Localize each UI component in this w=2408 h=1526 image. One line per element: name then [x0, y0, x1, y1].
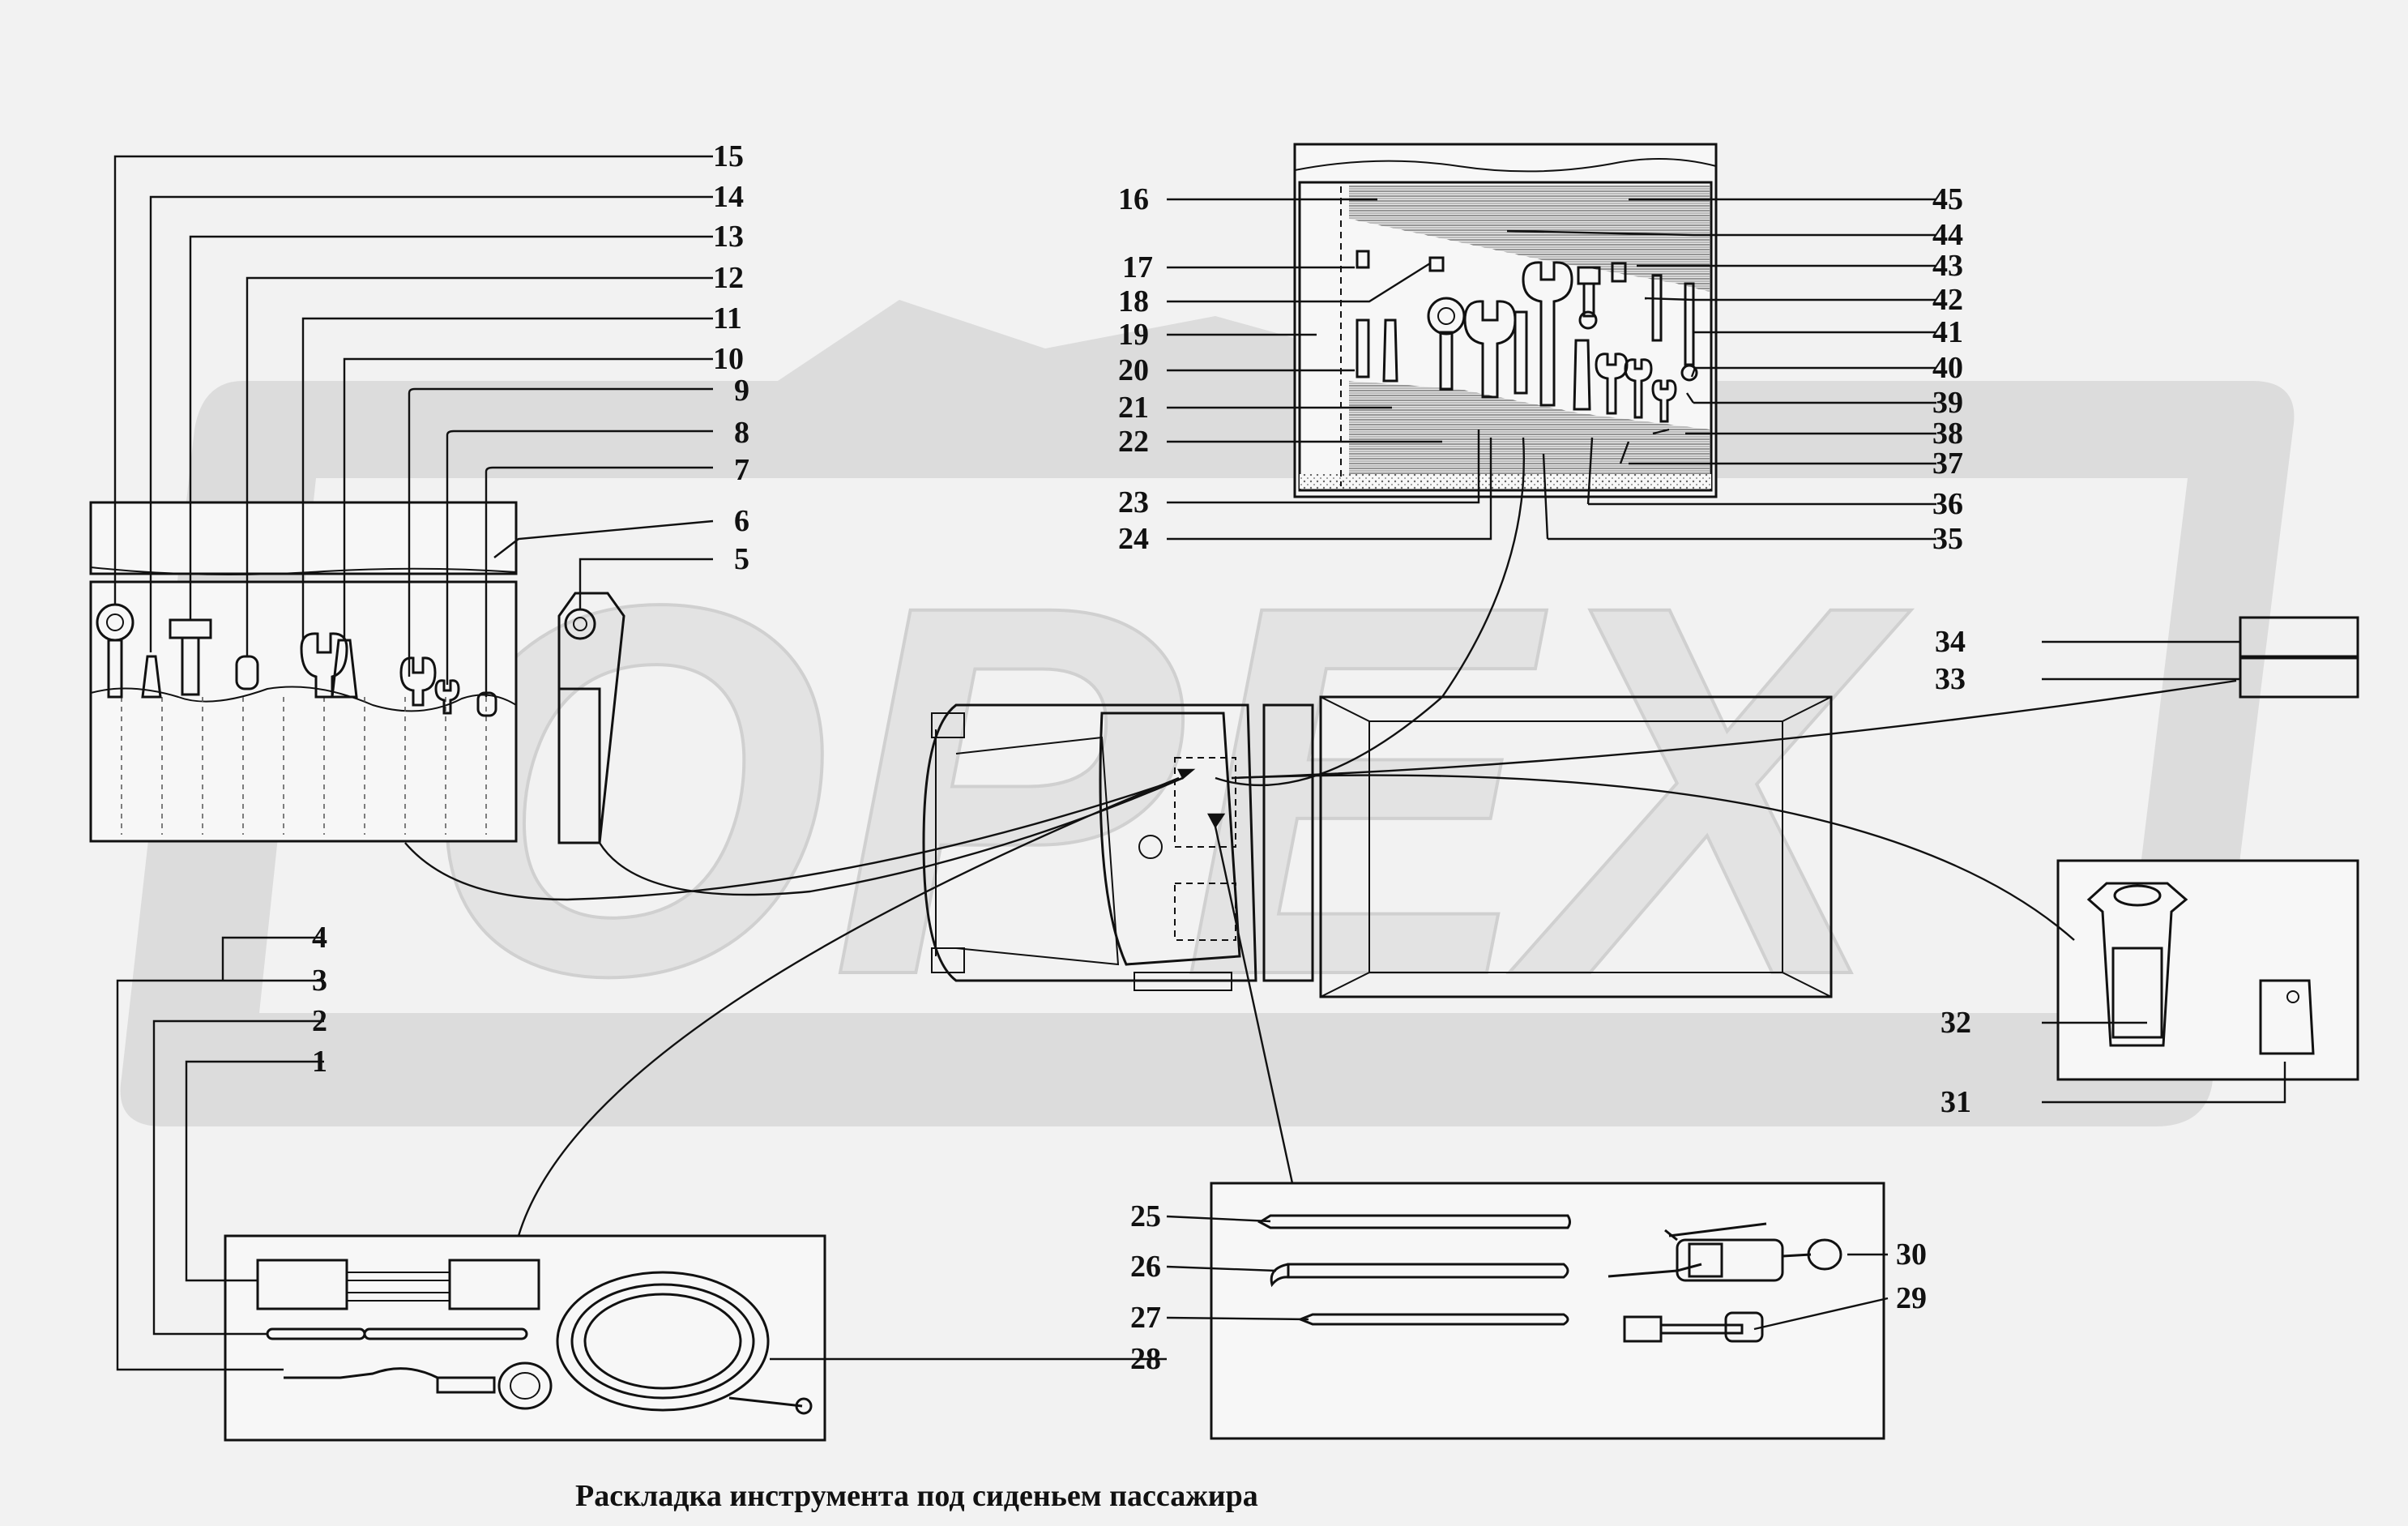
callout-21: 21 — [1118, 391, 1149, 425]
callout-24: 24 — [1118, 522, 1149, 556]
callout-37: 37 — [1932, 447, 1963, 481]
callout-30: 30 — [1896, 1237, 1927, 1272]
leader-lines-left — [113, 155, 714, 697]
callout-40: 40 — [1932, 351, 1963, 385]
spare-parts-pads — [2239, 616, 2359, 699]
callout-3: 3 — [312, 964, 327, 998]
callout-14: 14 — [713, 180, 744, 214]
callout-18: 18 — [1118, 284, 1149, 318]
callout-34: 34 — [1935, 625, 1966, 659]
callout-10: 10 — [713, 342, 744, 376]
callout-20: 20 — [1118, 353, 1149, 387]
callout-39: 39 — [1932, 386, 1963, 420]
callout-28: 28 — [1130, 1342, 1161, 1376]
callout-9: 9 — [734, 374, 749, 408]
leader-lines-top — [1167, 198, 1936, 541]
callout-4: 4 — [312, 921, 327, 955]
truck-top-view — [922, 695, 1833, 998]
tool-roll-large — [1293, 143, 1718, 498]
callout-27: 27 — [1130, 1301, 1161, 1335]
callout-43: 43 — [1932, 249, 1963, 283]
callout-44: 44 — [1932, 218, 1963, 252]
callout-25: 25 — [1130, 1199, 1161, 1233]
callout-1: 1 — [312, 1045, 327, 1079]
callout-31: 31 — [1940, 1085, 1971, 1119]
callout-38: 38 — [1932, 417, 1963, 451]
callout-17: 17 — [1122, 250, 1153, 284]
callout-26: 26 — [1130, 1250, 1161, 1284]
callout-12: 12 — [713, 261, 744, 295]
callout-33: 33 — [1935, 662, 1966, 696]
jack-and-hose-box — [224, 1234, 826, 1442]
callout-23: 23 — [1118, 485, 1149, 519]
callout-36: 36 — [1932, 487, 1963, 521]
callout-6: 6 — [734, 504, 749, 538]
callout-15: 15 — [713, 139, 744, 173]
callout-7: 7 — [734, 453, 749, 487]
callout-29: 29 — [1896, 1281, 1927, 1315]
callout-42: 42 — [1932, 283, 1963, 317]
callout-45: 45 — [1932, 182, 1963, 216]
callout-5: 5 — [734, 542, 749, 576]
callout-22: 22 — [1118, 425, 1149, 459]
callout-2: 2 — [312, 1004, 327, 1038]
callout-13: 13 — [713, 220, 744, 254]
callout-numbers: 15 14 13 12 11 10 9 8 7 6 5 16 17 18 19 … — [312, 139, 1971, 1376]
callout-8: 8 — [734, 416, 749, 450]
watermark-text: ОРЕХ — [421, 496, 1912, 1084]
callout-11: 11 — [713, 301, 742, 336]
callout-19: 19 — [1118, 318, 1149, 352]
callout-16: 16 — [1118, 182, 1149, 216]
sockets-box — [2056, 859, 2359, 1081]
figure-caption: Раскладка инструмента под сиденьем пасса… — [575, 1479, 1258, 1513]
callout-32: 32 — [1940, 1006, 1971, 1040]
callout-41: 41 — [1932, 315, 1963, 349]
callout-35: 35 — [1932, 522, 1963, 556]
pry-bars-and-grease-gun-box — [1210, 1182, 1885, 1440]
leader-lines-bottom — [116, 437, 2286, 1371]
